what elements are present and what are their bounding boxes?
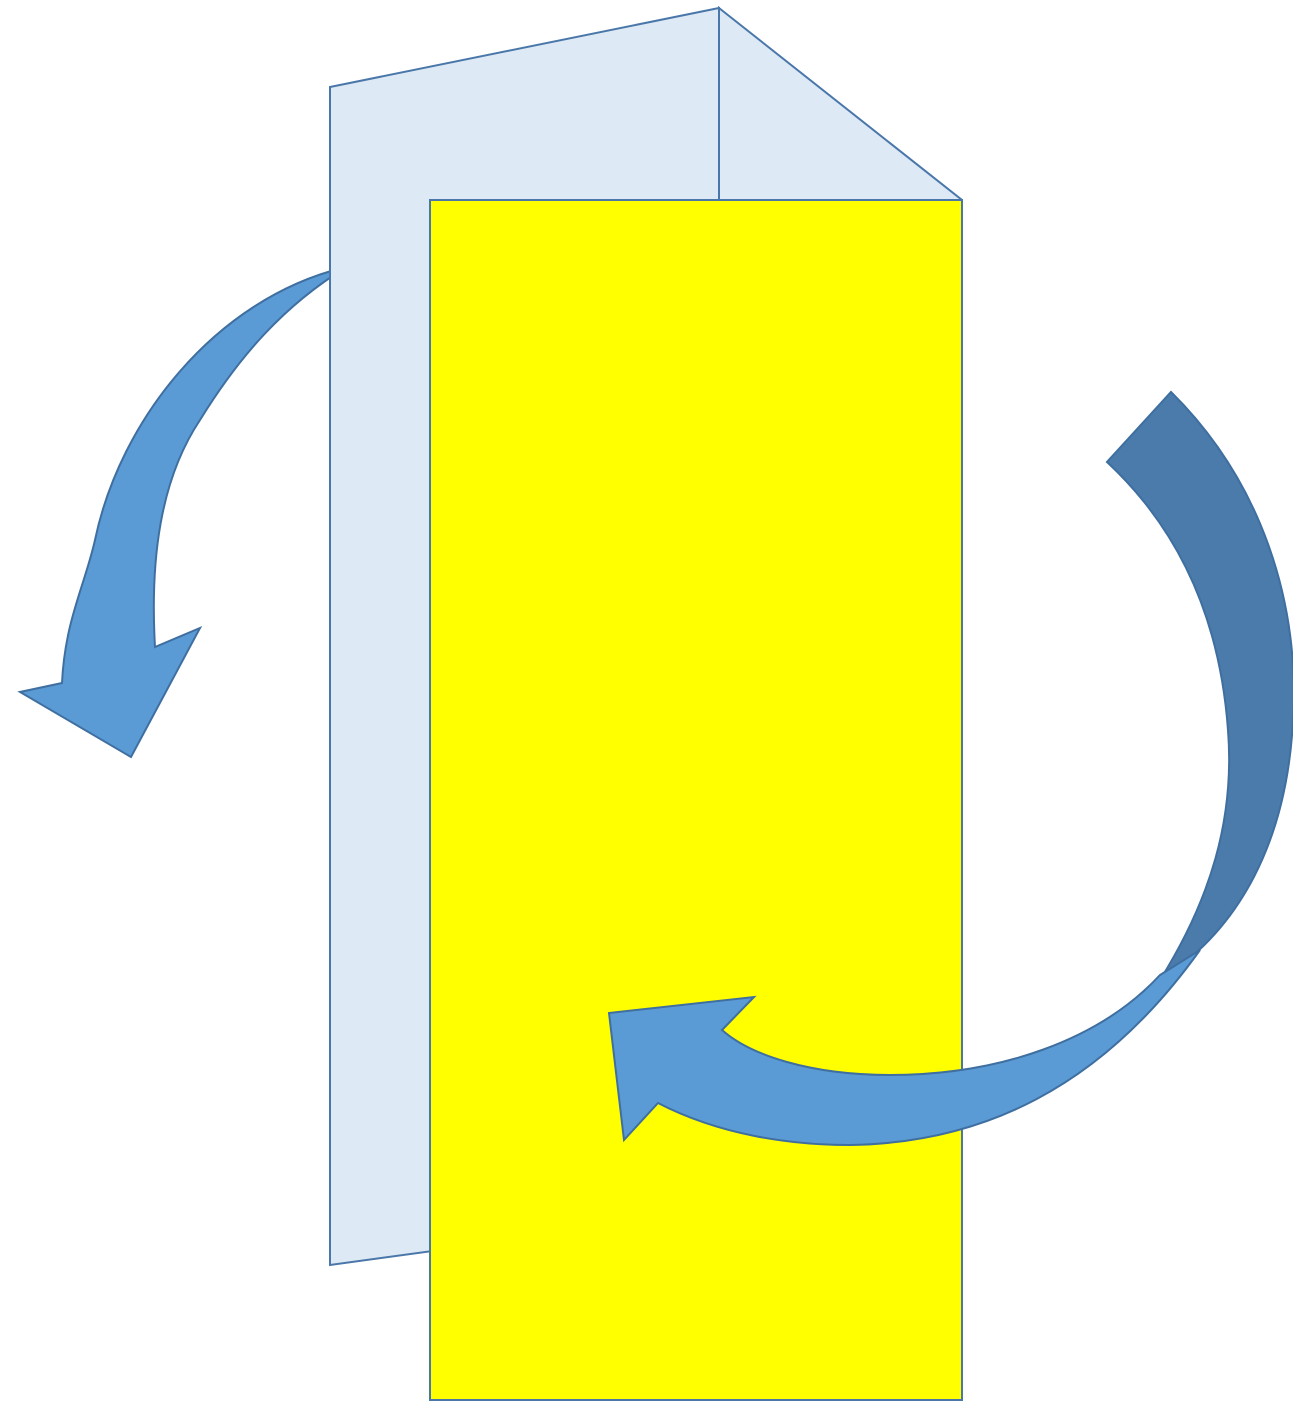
left-curved-arrow	[20, 268, 345, 757]
right-curved-arrow-back	[1107, 392, 1293, 980]
front-yellow-panel	[430, 200, 962, 1400]
